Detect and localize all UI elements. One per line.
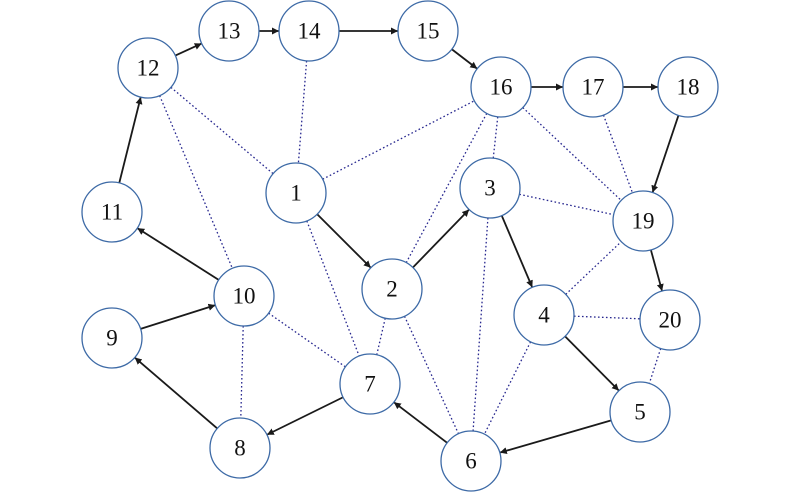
node-14: 14: [278, 0, 340, 62]
arrow-edge-9-10: [140, 303, 216, 330]
dotted-edge-16-2: [405, 113, 488, 263]
node-label: 4: [538, 303, 550, 328]
node-10: 10: [213, 265, 275, 327]
node-12: 12: [117, 37, 179, 99]
node-2: 2: [361, 258, 423, 320]
node-5: 5: [609, 381, 671, 443]
dotted-edge-3-6: [472, 217, 489, 432]
arrow-edge-6-7: [393, 401, 448, 444]
dotted-edge-4-20: [573, 315, 641, 320]
node-label: 10: [233, 284, 256, 309]
node-6: 6: [440, 430, 502, 492]
node-circle: [265, 162, 327, 224]
node-3: 3: [459, 157, 521, 219]
arrow-edge-15-16: [451, 48, 478, 70]
arrow-edge-19-20: [650, 249, 664, 292]
dotted-edge-14-1: [297, 60, 308, 164]
node-circle: [81, 307, 143, 369]
node-label: 12: [137, 56, 160, 81]
dotted-edge-12-1: [170, 86, 274, 175]
dotted-edge-16-3: [492, 116, 499, 159]
node-circle: [198, 0, 260, 62]
arrow-edge-5-6: [499, 419, 612, 455]
dotted-edge-2-6: [403, 315, 460, 435]
node-4: 4: [513, 284, 575, 346]
arrow-edge-2-3: [412, 208, 470, 269]
node-18: 18: [657, 56, 719, 118]
node-circle: [361, 258, 423, 320]
node-label: 16: [490, 75, 513, 100]
node-label: 15: [417, 19, 440, 44]
node-label: 2: [386, 277, 398, 302]
dotted-edge-10-7: [268, 312, 346, 368]
node-8: 8: [209, 417, 271, 479]
node-16: 16: [470, 56, 532, 118]
dotted-edge-2-7: [376, 318, 386, 355]
node-circle: [562, 56, 624, 118]
node-label: 6: [465, 449, 477, 474]
node-label: 9: [106, 326, 118, 351]
node-19: 19: [612, 190, 674, 252]
node-label: 11: [101, 200, 123, 225]
arrow-edge-3-4: [500, 215, 534, 288]
node-circle: [639, 289, 701, 351]
arrow-edge-12-13: [174, 42, 203, 57]
node-circle: [213, 265, 275, 327]
arrow-edge-1-2: [316, 213, 372, 269]
edges-layer: [118, 27, 680, 455]
node-1: 1: [265, 162, 327, 224]
node-label: 7: [364, 372, 376, 397]
node-circle: [339, 353, 401, 415]
dotted-edge-10-8: [240, 325, 244, 419]
arrow-edge-11-12: [118, 96, 143, 184]
node-circle: [440, 430, 502, 492]
node-circle: [657, 56, 719, 118]
node-label: 19: [632, 209, 655, 234]
dotted-edge-1-7: [306, 220, 360, 357]
node-circle: [209, 417, 271, 479]
node-circle: [278, 0, 340, 62]
arrow-edge-18-19: [651, 115, 680, 193]
node-label: 13: [218, 19, 241, 44]
arrow-edge-7-8: [266, 396, 344, 436]
dotted-edge-1-16: [322, 100, 475, 180]
node-label: 8: [234, 436, 246, 461]
node-circle: [117, 37, 179, 99]
node-15: 15: [397, 0, 459, 62]
dotted-edge-4-6: [483, 341, 532, 435]
node-circle: [513, 284, 575, 346]
node-circle: [459, 157, 521, 219]
node-circle: [81, 181, 143, 243]
node-label: 3: [484, 176, 496, 201]
node-circle: [609, 381, 671, 443]
node-circle: [397, 0, 459, 62]
dotted-edge-3-19: [519, 193, 614, 216]
node-20: 20: [639, 289, 701, 351]
arrow-edge-8-9: [134, 356, 218, 430]
node-label: 14: [298, 19, 322, 44]
dotted-edge-12-10: [159, 95, 233, 269]
dotted-edge-17-19: [602, 114, 634, 194]
dotted-edge-20-5: [648, 348, 662, 384]
node-circle: [470, 56, 532, 118]
node-label: 20: [659, 308, 682, 333]
node-label: 5: [634, 400, 646, 425]
dotted-edge-16-19: [522, 107, 622, 201]
node-13: 13: [198, 0, 260, 62]
node-7: 7: [339, 353, 401, 415]
node-9: 9: [81, 307, 143, 369]
node-label: 17: [582, 75, 605, 100]
node-label: 18: [677, 75, 700, 100]
node-11: 11: [81, 181, 143, 243]
arrow-edge-10-11: [136, 227, 220, 281]
node-circle: [612, 190, 674, 252]
arrow-edge-4-5: [564, 335, 620, 392]
node-17: 17: [562, 56, 624, 118]
node-label: 1: [290, 181, 302, 206]
dotted-edge-4-19: [565, 241, 622, 295]
